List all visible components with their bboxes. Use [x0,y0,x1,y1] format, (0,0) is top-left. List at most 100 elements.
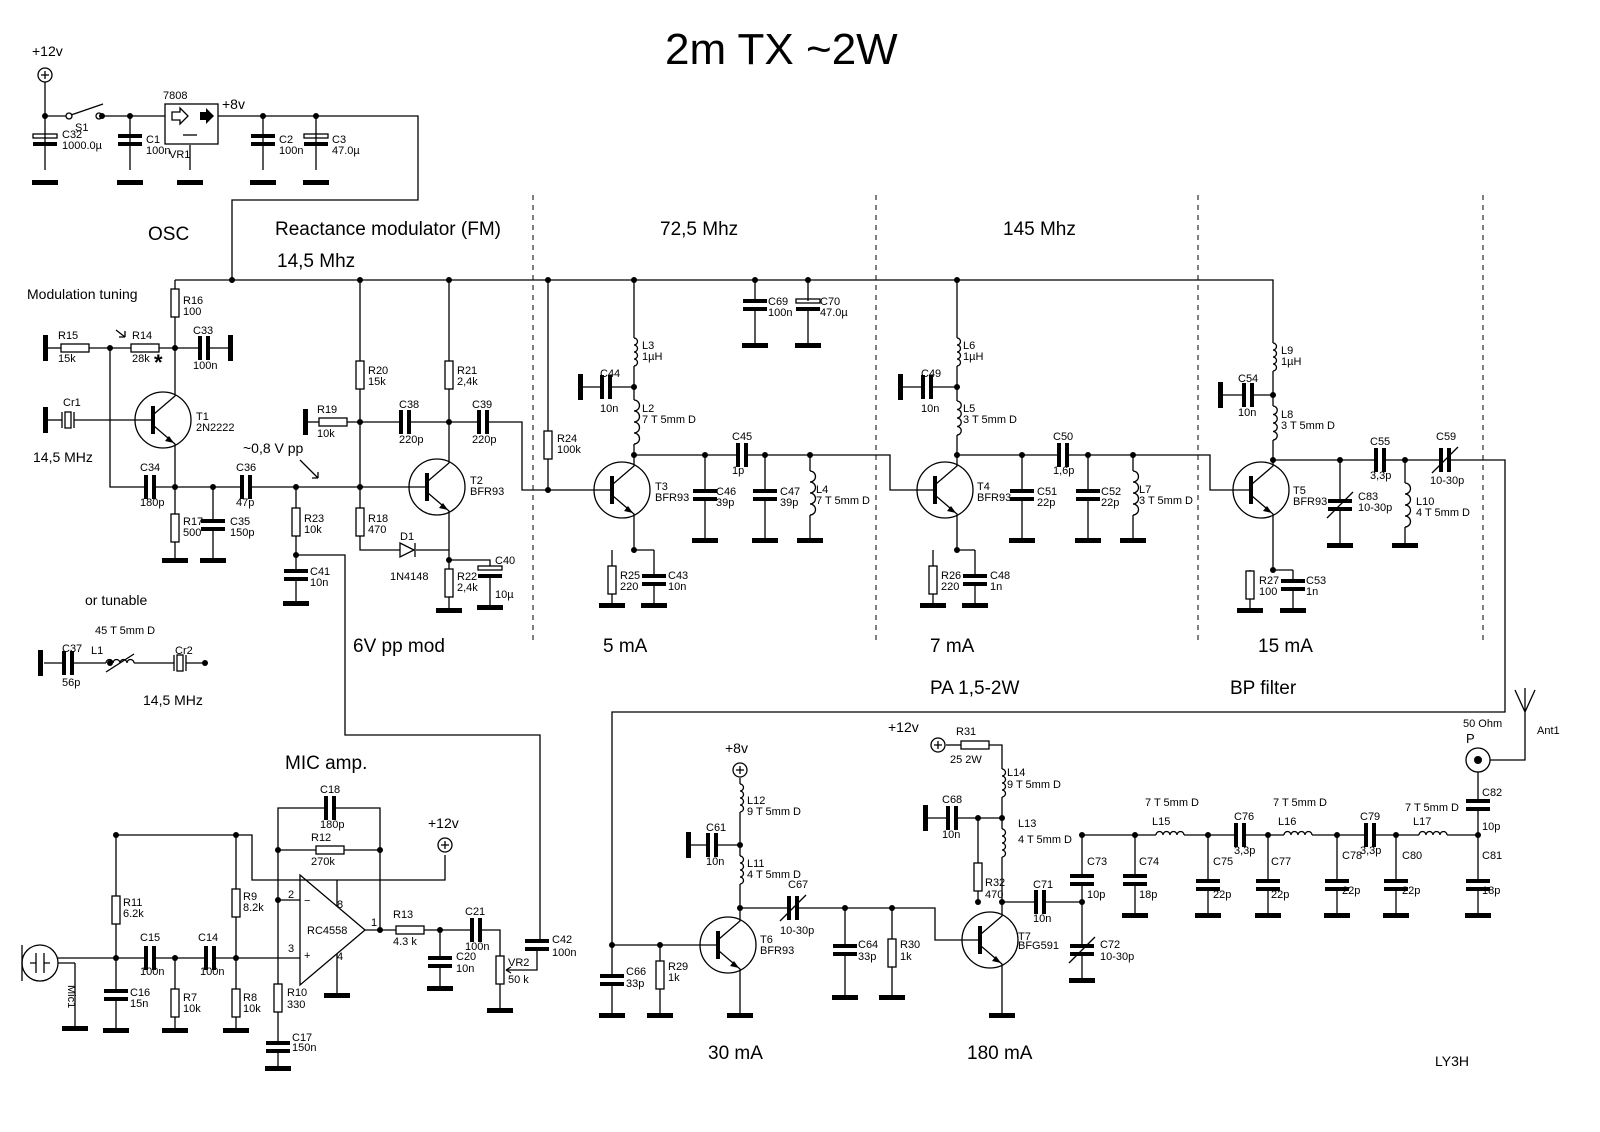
ground-icon [989,1013,1015,1018]
resistor-value: 10k [304,524,322,536]
capacitor-value: 10p [1087,889,1105,901]
junction-dot [275,847,281,853]
junction-dot [313,113,319,119]
resistor-value: 25 2W [950,754,982,766]
capacitor-ref: C47 [780,486,800,498]
junction-dot [1402,457,1408,463]
resistor-value: 1k [668,972,680,984]
capacitor-ref: C21 [465,906,485,918]
resistor-value: 270k [311,856,335,868]
svg-text:+: + [304,950,310,962]
bp-filter-label: BP filter [1230,678,1297,699]
wire [115,834,446,896]
transistor-value: BFG591 [1018,940,1059,952]
capacitor-value: 100n [146,145,170,157]
capacitor-ref: C33 [193,325,213,337]
junction-dot [437,927,443,933]
resistor-ref: R13 [393,909,413,921]
component-R12: R12 270k [311,832,345,868]
inductor-ref: L4 [816,484,828,496]
ground-icon [177,180,203,185]
ground-icon [1195,913,1221,918]
capacitor-value: 150p [230,527,254,539]
wire [1272,530,1293,571]
wires [42,82,1526,1068]
stage1-current: 5 mA [603,636,648,657]
junction-dot [954,277,960,283]
resistor-ref: R14 [132,330,152,342]
inductor-value: 9 T 5mm D [747,806,801,818]
junction-dot [657,942,663,948]
resistor-value: 6.2k [123,908,144,920]
pa-label: PA 1,5-2W [930,678,1019,699]
ground-icon [477,605,503,610]
junction-dot [233,955,239,961]
capacitor-ref: C83 [1358,491,1378,503]
resistor-ref: R12 [311,832,331,844]
mod-level-label: 6V pp mod [353,636,445,657]
capacitor-ref: C73 [1087,856,1107,868]
capacitor-ref: C38 [399,399,419,411]
ground-icon [742,343,768,348]
capacitor-value: 1n [990,581,1002,593]
inductor-value: 7 T 5mm D [1273,797,1327,809]
stage2-current: 7 mA [930,636,975,657]
inductor-ref: L7 [1139,484,1151,496]
resistor-ref: R31 [956,726,976,738]
wire [109,348,144,488]
junction-dot [202,660,208,666]
transistor-value: BFR93 [977,492,1011,504]
ground-icon [283,601,309,606]
tuning-arrow-icon [115,329,126,338]
wire [746,454,905,491]
wire [633,530,654,551]
junction-dot [889,905,895,911]
component-C73: C73 10p [1070,856,1107,901]
mic-supply-label: +12v [428,815,459,831]
junction-dot [229,277,235,283]
wire [797,907,950,941]
transistor-value: BFR93 [1293,496,1327,508]
diode-value: 1N4148 [390,571,429,583]
resistor-ref: R23 [304,513,324,525]
capacitor-ref: C17 [292,1032,312,1044]
junction-dot [737,842,743,848]
capacitor-ref: C55 [1370,436,1390,448]
junction-dot [293,552,299,558]
resistor-ref: R18 [368,513,388,525]
capacitor-value: 180p [140,497,164,509]
junction-dot [446,277,452,283]
inductor-value: 3 T 5mm D [1139,495,1193,507]
junction-dot [210,484,216,490]
inductor-ref: L13 [1018,818,1036,830]
wire [1067,454,1221,491]
capacitor-value: 1n [1306,586,1318,598]
transistor-ref: T6 [760,934,773,946]
capacitor-value: 150n [292,1042,316,1054]
capacitor-ref: C35 [230,516,250,528]
